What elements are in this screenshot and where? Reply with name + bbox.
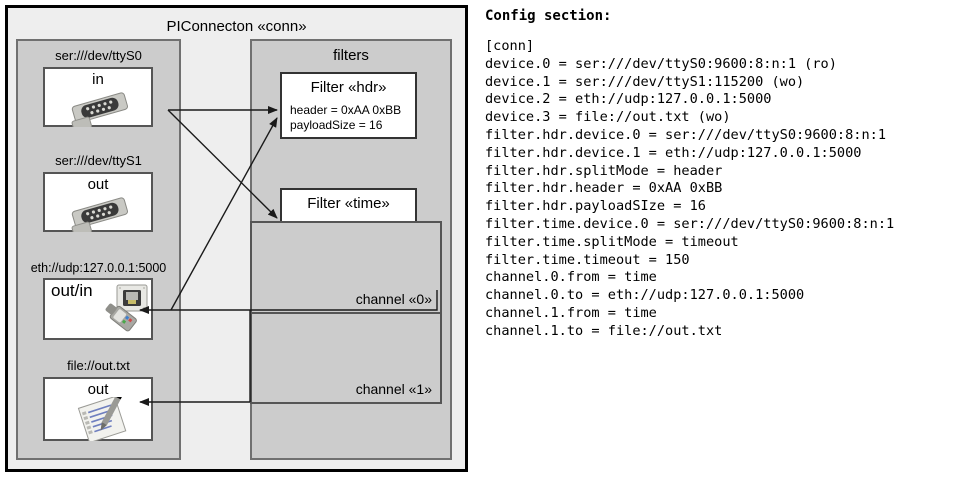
device-label-ttys0: ser:///dev/ttyS0 bbox=[55, 48, 142, 63]
devices-group: ser:///dev/ttyS0 in se bbox=[16, 39, 181, 460]
device-io-eth: out/in bbox=[51, 281, 93, 300]
device-io-file: out bbox=[87, 381, 109, 398]
ethernet-icon bbox=[105, 284, 148, 332]
device-io-ttys0: in bbox=[92, 71, 104, 88]
channel-label-0: channel «0» bbox=[355, 291, 432, 307]
device-box-ttys1[interactable]: out bbox=[43, 172, 153, 232]
device-box-eth[interactable]: out/in bbox=[43, 278, 153, 340]
device-label-eth: eth://udp:127.0.0.1:5000 bbox=[30, 261, 167, 275]
device-label-ttys1: ser:///dev/ttyS1 bbox=[55, 153, 142, 168]
page-title: PIConnecton «conn» bbox=[166, 18, 307, 35]
device-io-ttys1: out bbox=[87, 176, 109, 193]
channel-box-1[interactable]: channel «1» bbox=[250, 312, 442, 404]
connection-diagram: PIConnecton «conn» ser:///dev/ttyS0 in bbox=[0, 0, 478, 484]
filter-title-time: Filter «time» bbox=[307, 195, 390, 212]
device-label-file: file://out.txt bbox=[67, 358, 130, 373]
serial-port-icon bbox=[71, 197, 128, 232]
config-heading: Config section: bbox=[485, 8, 612, 24]
device-box-file[interactable]: out bbox=[43, 377, 153, 441]
channel-box-0[interactable]: channel «0» bbox=[250, 221, 442, 314]
filters-group: filters Filter «hdr» header = 0xAA 0xBB … bbox=[250, 39, 452, 460]
filter-box-hdr[interactable]: Filter «hdr» header = 0xAA 0xBB payloadS… bbox=[280, 72, 417, 139]
serial-port-icon bbox=[71, 92, 128, 127]
device-box-ttys0[interactable]: in bbox=[43, 67, 153, 127]
filters-group-title: filters bbox=[333, 47, 369, 64]
config-body: [conn] device.0 = ser:///dev/ttyS0:9600:… bbox=[485, 38, 895, 339]
filter-title-hdr: Filter «hdr» bbox=[310, 79, 387, 96]
config-section: Config section: [conn] device.0 = ser://… bbox=[482, 0, 964, 484]
filter-attrs-hdr: header = 0xAA 0xBB payloadSize = 16 bbox=[290, 103, 402, 132]
channel-label-1: channel «1» bbox=[355, 381, 432, 397]
text-file-icon bbox=[77, 397, 127, 441]
